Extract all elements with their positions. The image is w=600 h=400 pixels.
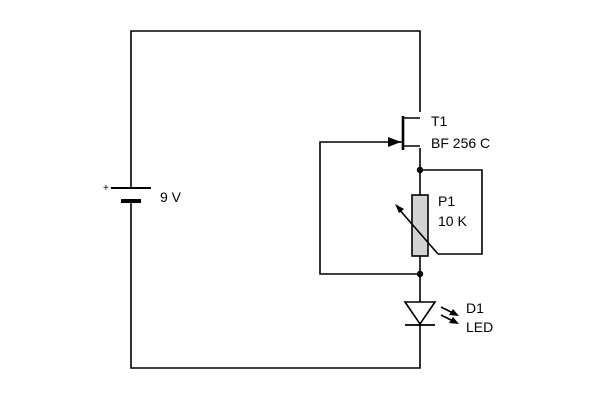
pot-wiper-arrow-icon <box>395 204 404 213</box>
transistor-part: BF 256 C <box>431 135 490 151</box>
wiper-loop-wire <box>420 169 483 255</box>
junction-dot-top <box>416 166 424 174</box>
gate-arrow-icon <box>388 137 401 147</box>
led-d1: D1 LED <box>403 300 493 335</box>
top-wire <box>130 30 421 188</box>
light-emission-icon <box>440 306 459 324</box>
pot-ref: P1 <box>438 193 455 209</box>
led-type: LED <box>466 319 493 335</box>
wires <box>130 30 483 369</box>
potentiometer-p1: P1 10 K <box>395 193 467 257</box>
pot-body <box>411 194 429 257</box>
bottom-wire <box>130 201 421 369</box>
battery: + 9 V <box>103 183 182 205</box>
pot-value: 10 K <box>438 213 467 229</box>
transistor-t1: T1 BF 256 C <box>388 113 490 151</box>
pot-wiper-arrow-shaft <box>397 207 439 255</box>
battery-polarity: + <box>103 183 109 194</box>
transistor-ref: T1 <box>431 113 448 129</box>
junction-dot-bottom <box>416 270 424 278</box>
led-ref: D1 <box>466 300 484 316</box>
battery-voltage-label: 9 V <box>160 189 182 205</box>
led-triangle <box>403 301 437 326</box>
gate-feedback-wire <box>319 141 420 275</box>
